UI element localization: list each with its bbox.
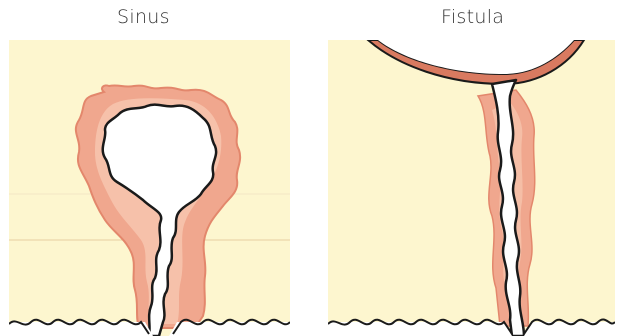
fistula-title: Fistula	[441, 6, 504, 28]
fistula-diagram	[328, 40, 615, 336]
sinus-title: Sinus	[117, 6, 170, 28]
sinus-diagram	[9, 40, 290, 336]
fistula-background	[328, 40, 615, 336]
